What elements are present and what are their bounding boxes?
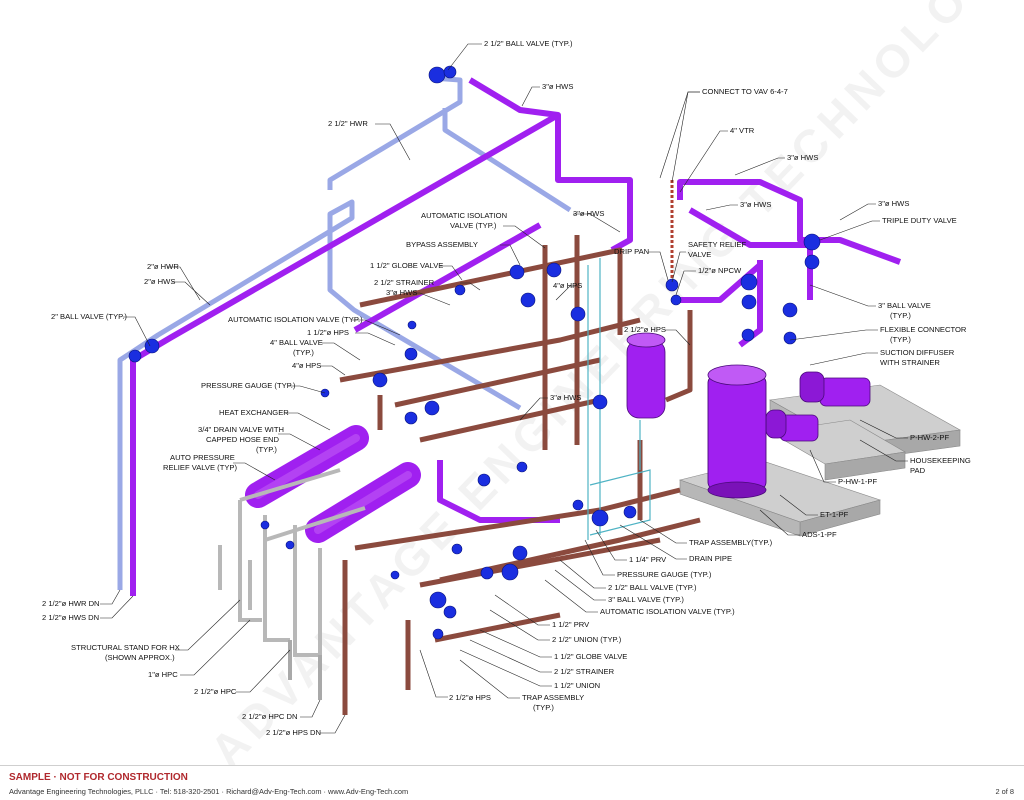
label-ball-valve-4-1: 4" BALL VALVE [270, 338, 323, 347]
label-suction-2: WITH STRAINER [880, 358, 940, 367]
label-prv-112: 1 1/2" PRV [552, 620, 590, 629]
label-union-212: 2 1/2" UNION (TYP.) [552, 635, 622, 644]
label-hws-3-far: 3"ø HWS [878, 199, 909, 208]
expansion-tank-et-1 [707, 364, 767, 499]
label-pressure-gauge-left: PRESSURE GAUGE (TYP.) [201, 381, 296, 390]
label-hws-3-center: 3"ø HWS [573, 209, 604, 218]
label-hpc-212: 2 1/2"ø HPC [194, 687, 237, 696]
label-hwr-2: 2"ø HWR [147, 262, 179, 271]
label-hws-2: 2"ø HWS [144, 277, 175, 286]
label-drain-pipe: DRAIN PIPE [689, 554, 732, 563]
label-ball-valve-3-1: 3" BALL VALVE [878, 301, 931, 310]
leader-lines [100, 43, 908, 734]
label-strainer-212-left: 2 1/2" STRAINER [374, 278, 435, 287]
label-hws-3-top: 3"ø HWS [542, 82, 573, 91]
footer-bar: SAMPLE · NOT FOR CONSTRUCTION Advantage … [0, 765, 1024, 800]
label-trap-assy-right: TRAP ASSEMBLY(TYP.) [689, 538, 773, 547]
label-et1: ET-1-PF [820, 510, 849, 519]
label-bypass: BYPASS ASSEMBLY [406, 240, 478, 249]
label-ads1: ADS-1-PF [802, 530, 837, 539]
page-number: 2 of 8 [995, 787, 1015, 796]
label-housekeeping-2: PAD [910, 466, 926, 475]
label-hps-212-center: 2 1/2"ø HPS [624, 325, 666, 334]
label-globe-112: 1 1/2" GLOBE VALVE [370, 261, 443, 270]
label-hwr-dn: 2 1/2"ø HWR DN [42, 599, 100, 608]
label-ball-valve-4-2: (TYP.) [293, 348, 314, 357]
label-php1: P-HW-1-PF [838, 477, 877, 486]
label-hps-dn: 2 1/2"ø HPS DN [266, 728, 321, 737]
label-hpc-dn: 2 1/2"ø HPC DN [242, 712, 297, 721]
label-ball-valve-2: 2" BALL VALVE (TYP.) [51, 312, 127, 321]
label-auto-iso-left: AUTOMATIC ISOLATION VALVE (TYP.) [228, 315, 363, 324]
label-hws-dn: 2 1/2"ø HWS DN [42, 613, 99, 622]
heat-exchanger-2 [305, 462, 421, 543]
label-drain-valve-3: (TYP.) [256, 445, 277, 454]
label-hwr-212-top: 2 1/2" HWR [328, 119, 368, 128]
label-ball-valve-3-center: 3" BALL VALVE (TYP.) [608, 595, 684, 604]
watermark-text: ADVANTAGE ENGINEERING TECHNOLOGIES, PLLC [200, 0, 1024, 765]
label-drain-valve-1: 3/4" DRAIN VALVE WITH [198, 425, 284, 434]
label-pressure-gauge-center: PRESSURE GAUGE (TYP.) [617, 570, 712, 579]
label-flex-conn-2: (TYP.) [890, 335, 911, 344]
label-structural-1: STRUCTURAL STAND FOR HX [71, 643, 180, 652]
label-prv-114: 1 1/4" PRV [629, 555, 667, 564]
label-vtr-4: 4" VTR [730, 126, 755, 135]
label-auto-press-1: AUTO PRESSURE [170, 453, 235, 462]
label-hpc-1: 1"ø HPC [148, 670, 178, 679]
label-auto-press-2: RELIEF VALVE (TYP) [163, 463, 237, 472]
label-connect-vav: CONNECT TO VAV 6-4-7 [702, 87, 788, 96]
label-structural-2: (SHOWN APPROX.) [105, 653, 175, 662]
label-suction-1: SUCTION DIFFUSER [880, 348, 955, 357]
label-heat-exchanger: HEAT EXCHANGER [219, 408, 289, 417]
pump-p-hw-1 [765, 409, 819, 442]
air-separator-ads-1 [626, 332, 666, 419]
label-safety-relief-1: SAFETY RELIEF [688, 240, 746, 249]
label-flex-conn-1: FLEXIBLE CONNECTOR [880, 325, 967, 334]
label-hps-4-center: 4"ø HPS [553, 281, 582, 290]
isometric-piping-drawing: ADVANTAGE ENGINEERING TECHNOLOGIES, PLLC [42, 0, 1024, 765]
label-trap-assy-bottom-2: (TYP.) [533, 703, 554, 712]
label-strainer-212-bottom: 2 1/2" STRAINER [554, 667, 615, 676]
label-drain-valve-2: CAPPED HOSE END [206, 435, 280, 444]
company-info: Advantage Engineering Technologies, PLLC… [9, 787, 409, 796]
label-union-112: 1 1/2" UNION [554, 681, 600, 690]
label-npcw: 1/2"ø NPCW [698, 266, 742, 275]
callout-labels: 2 1/2" BALL VALVE (TYP.) 3"ø HWS CONNECT… [42, 39, 971, 737]
label-hws-3-mid: 3"ø HWS [740, 200, 771, 209]
label-trap-assy-bottom-1: TRAP ASSEMBLY [522, 693, 584, 702]
label-ball-valve-212-center: 2 1/2" BALL VALVE (TYP.) [608, 583, 697, 592]
label-hws-3-lower: 3"ø HWS [550, 393, 581, 402]
label-auto-iso-bottom: AUTOMATIC ISOLATION VALVE (TYP.) [600, 607, 735, 616]
label-globe-112-bottom: 1 1/2" GLOBE VALVE [554, 652, 627, 661]
label-hps-112: 1 1/2"ø HPS [307, 328, 349, 337]
label-safety-relief-2: VALVE [688, 250, 711, 259]
label-hps-4-left: 4"ø HPS [292, 361, 321, 370]
label-ball-valve-top: 2 1/2" BALL VALVE (TYP.) [484, 39, 573, 48]
label-php2: P-HW-2-PF [910, 433, 949, 442]
label-hps-212-bottom: 2 1/2"ø HPS [449, 693, 491, 702]
hpc-piping [288, 640, 322, 700]
label-auto-iso-top-1: AUTOMATIC ISOLATION [421, 211, 507, 220]
pump-p-hw-2 [799, 371, 871, 407]
valve-cluster [128, 65, 821, 640]
label-hws-3-left: 3"ø HWS [386, 288, 417, 297]
label-ball-valve-3-2: (TYP.) [890, 311, 911, 320]
label-hws-3-right: 3"ø HWS [787, 153, 818, 162]
label-housekeeping-1: HOUSEKEEPING [910, 456, 971, 465]
sample-notice: SAMPLE · NOT FOR CONSTRUCTION [9, 772, 188, 783]
label-drip-pan: DRIP PAN [614, 247, 649, 256]
heat-exchanger-1 [245, 425, 369, 508]
label-triple-duty: TRIPLE DUTY VALVE [882, 216, 957, 225]
label-auto-iso-top-2: VALVE (TYP.) [450, 221, 497, 230]
